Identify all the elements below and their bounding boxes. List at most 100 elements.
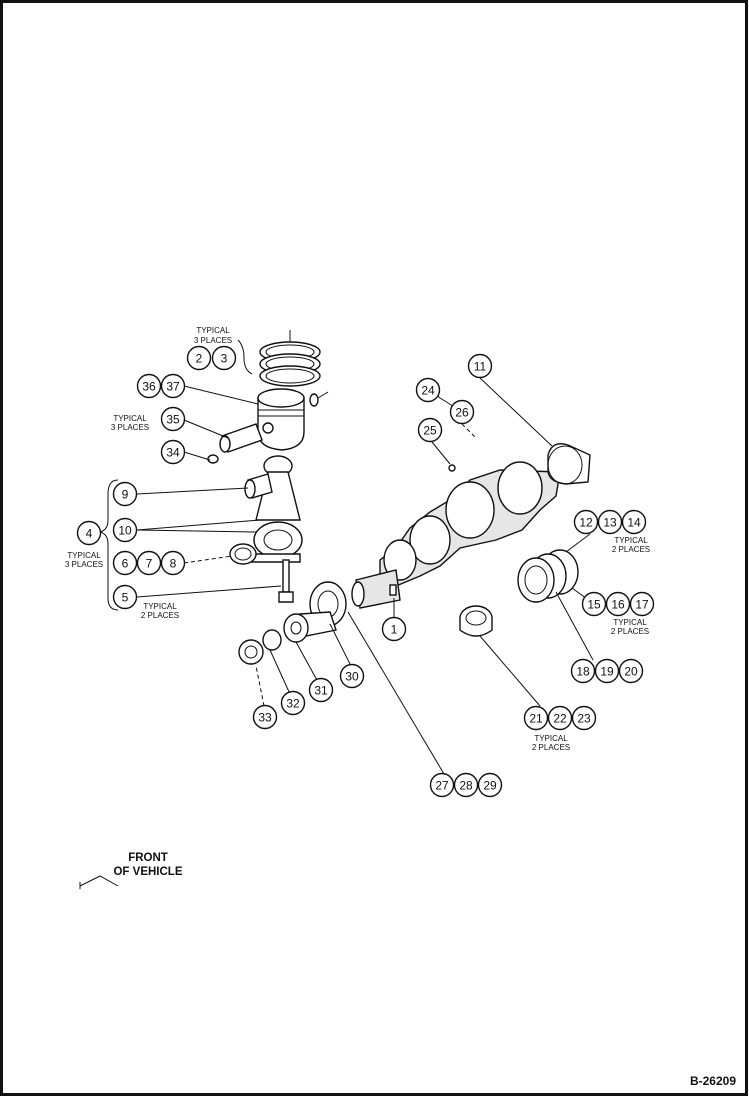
svg-text:OF VEHICLE: OF VEHICLE xyxy=(113,866,182,878)
rod-bearing xyxy=(229,543,257,565)
callout-1[interactable]: 1 xyxy=(381,616,407,642)
svg-text:33: 33 xyxy=(258,711,272,725)
svg-text:3 PLACES: 3 PLACES xyxy=(65,560,103,569)
svg-text:34: 34 xyxy=(166,446,180,460)
callout-30[interactable]: 30 xyxy=(339,663,365,689)
callout-28[interactable]: 28 xyxy=(453,772,479,798)
svg-text:2 PLACES: 2 PLACES xyxy=(612,545,650,554)
callout-2[interactable]: 2 xyxy=(186,345,212,371)
svg-text:15: 15 xyxy=(587,598,601,612)
small-end-bushing xyxy=(244,473,273,499)
svg-text:26: 26 xyxy=(455,406,469,420)
callout-34[interactable]: 34 xyxy=(160,439,186,465)
svg-text:25: 25 xyxy=(423,424,437,438)
callout-7[interactable]: 7 xyxy=(136,550,162,576)
svg-text:3 PLACES: 3 PLACES xyxy=(111,423,149,432)
svg-text:11: 11 xyxy=(474,360,487,374)
svg-text:3: 3 xyxy=(221,352,228,366)
svg-text:5: 5 xyxy=(122,591,129,605)
svg-text:TYPICAL: TYPICAL xyxy=(196,326,230,335)
note-main-bearing-upper: TYPICAL 2 PLACES xyxy=(612,536,650,554)
callout-33[interactable]: 33 xyxy=(252,704,278,730)
callout-26[interactable]: 26 xyxy=(449,399,475,425)
callout-23[interactable]: 23 xyxy=(571,705,597,731)
rear-seal xyxy=(547,443,591,485)
callout-13[interactable]: 13 xyxy=(597,509,623,535)
callout-5[interactable]: 5 xyxy=(112,584,138,610)
svg-text:16: 16 xyxy=(611,598,625,612)
piston xyxy=(257,388,305,451)
svg-text:21: 21 xyxy=(529,712,543,726)
callout-3[interactable]: 3 xyxy=(211,345,237,371)
svg-text:6: 6 xyxy=(122,557,129,571)
callout-19[interactable]: 19 xyxy=(594,658,620,684)
piston-rings xyxy=(259,330,321,387)
note-piston-pin: TYPICAL 3 PLACES xyxy=(111,414,149,432)
drawing-number: B-26209 xyxy=(690,1074,736,1088)
callout-18[interactable]: 18 xyxy=(570,658,596,684)
callout-15[interactable]: 15 xyxy=(581,591,607,617)
callout-25[interactable]: 25 xyxy=(417,417,443,443)
callout-12[interactable]: 12 xyxy=(573,509,599,535)
svg-text:36: 36 xyxy=(142,380,156,394)
callout-4[interactable]: 4 xyxy=(76,520,102,546)
front-pulley xyxy=(283,613,309,643)
callout-27[interactable]: 27 xyxy=(429,772,455,798)
note-piston-rings: TYPICAL 3 PLACES xyxy=(194,326,232,345)
svg-text:TYPICAL: TYPICAL xyxy=(113,414,147,423)
callout-9[interactable]: 9 xyxy=(112,481,138,507)
callout-22[interactable]: 22 xyxy=(547,705,573,731)
callout-10[interactable]: 10 xyxy=(112,517,138,543)
svg-text:1: 1 xyxy=(391,623,398,637)
svg-text:10: 10 xyxy=(118,524,132,538)
callout-37[interactable]: 37 xyxy=(160,373,186,399)
front-of-vehicle-indicator: FRONT OF VEHICLE xyxy=(79,852,183,889)
svg-text:TYPICAL: TYPICAL xyxy=(613,618,647,627)
piston-pin xyxy=(219,423,263,453)
svg-text:31: 31 xyxy=(314,684,328,698)
callout-8[interactable]: 8 xyxy=(160,550,186,576)
crankshaft xyxy=(351,461,561,609)
svg-text:32: 32 xyxy=(286,697,300,711)
svg-text:22: 22 xyxy=(553,712,567,726)
callout-24[interactable]: 24 xyxy=(415,377,441,403)
callout-32[interactable]: 32 xyxy=(280,690,306,716)
rod-bolt xyxy=(278,559,294,603)
svg-text:TYPICAL: TYPICAL xyxy=(534,734,568,743)
svg-text:23: 23 xyxy=(577,712,591,726)
callout-17[interactable]: 17 xyxy=(629,591,655,617)
svg-text:30: 30 xyxy=(345,670,359,684)
leader-lines xyxy=(99,339,595,775)
note-rod-bolt: TYPICAL 2 PLACES xyxy=(141,602,179,620)
svg-text:24: 24 xyxy=(421,384,435,398)
callout-11[interactable]: 11 xyxy=(467,353,493,379)
main-bearing xyxy=(459,605,493,637)
svg-text:8: 8 xyxy=(170,557,177,571)
svg-text:4: 4 xyxy=(86,527,93,541)
svg-text:37: 37 xyxy=(166,380,180,394)
svg-text:2 PLACES: 2 PLACES xyxy=(611,627,649,636)
callout-14[interactable]: 14 xyxy=(621,509,647,535)
front-gear xyxy=(299,581,347,637)
callout-6[interactable]: 6 xyxy=(112,550,138,576)
callout-21[interactable]: 21 xyxy=(523,705,549,731)
svg-text:13: 13 xyxy=(603,516,617,530)
callout-36[interactable]: 36 xyxy=(136,373,162,399)
callout-35[interactable]: 35 xyxy=(160,406,186,432)
callout-29[interactable]: 29 xyxy=(477,772,503,798)
svg-text:17: 17 xyxy=(635,598,649,612)
callout-16[interactable]: 16 xyxy=(605,591,631,617)
svg-text:20: 20 xyxy=(624,665,638,679)
callout-20[interactable]: 20 xyxy=(618,658,644,684)
callout-31[interactable]: 31 xyxy=(308,677,334,703)
svg-text:9: 9 xyxy=(122,488,129,502)
svg-text:35: 35 xyxy=(166,413,180,427)
svg-text:27: 27 xyxy=(435,779,449,793)
svg-text:TYPICAL: TYPICAL xyxy=(143,602,177,611)
svg-text:28: 28 xyxy=(459,779,473,793)
svg-text:FRONT: FRONT xyxy=(128,852,168,864)
crank-key xyxy=(389,464,456,596)
svg-text:2 PLACES: 2 PLACES xyxy=(141,611,179,620)
